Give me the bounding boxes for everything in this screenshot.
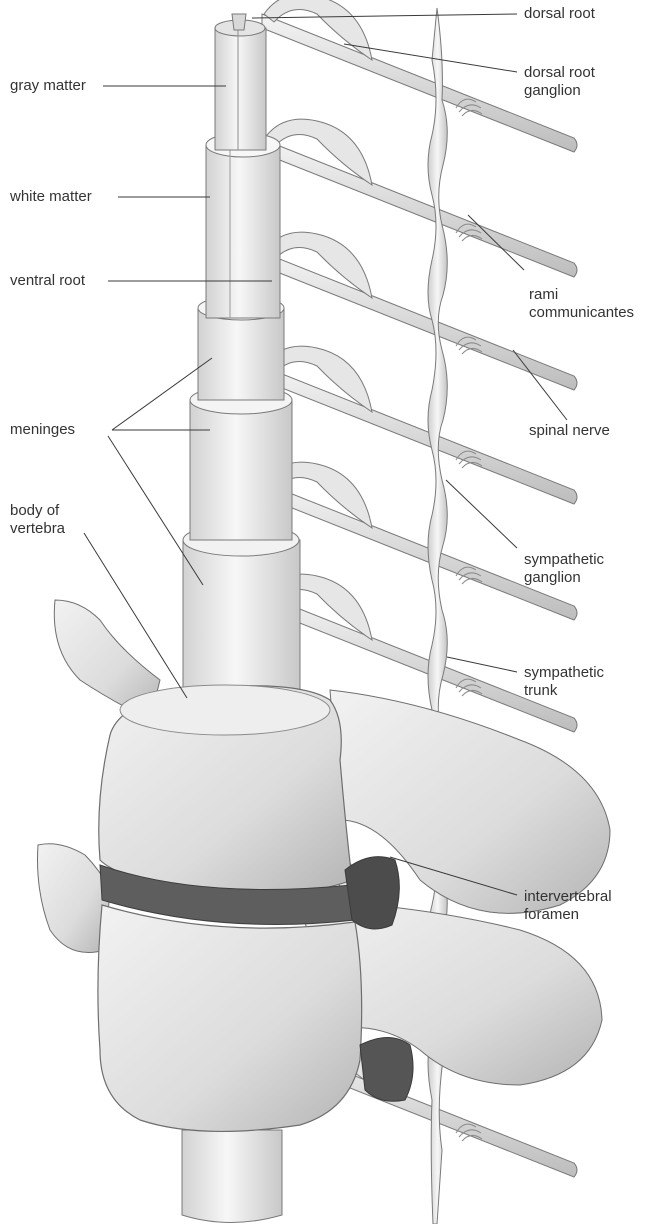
leader-sympathetic-trunk (447, 657, 517, 672)
rami-communicantes-line-2: communicantes (529, 304, 634, 322)
rami-communicantes-line-1: rami (529, 286, 634, 304)
dorsal-root-ganglion-line-1: dorsal root (524, 64, 595, 82)
sympathetic-trunk-line-1: sympathetic (524, 664, 604, 682)
spinal-nerve-shaft (262, 139, 577, 277)
intervertebral-foramen-line-1: intervertebral (524, 888, 612, 906)
label-ventral-root: ventral root (10, 272, 85, 290)
meninges-line-1: meninges (10, 421, 75, 439)
cord-stub-bottom (182, 1130, 282, 1223)
label-white-matter: white matter (10, 188, 92, 206)
white-matter-line-1: white matter (10, 188, 92, 206)
dorsal-root-line-1: dorsal root (524, 5, 595, 23)
label-gray-matter: gray matter (10, 77, 86, 95)
leader-sympathetic-ganglion (446, 480, 517, 548)
body-of-vertebra-line-2: vertebra (10, 520, 65, 538)
body-of-vertebra-line-1: body of (10, 502, 65, 520)
intervertebral-foramen-opening (345, 857, 399, 929)
spinal-nerve-2 (262, 119, 577, 277)
sympathetic-trunk-line-2: trunk (524, 682, 604, 700)
white-matter (206, 145, 280, 318)
leader-meninges-3 (108, 436, 203, 585)
leader-dorsal-root (252, 14, 517, 18)
intervertebral-foramen-line-2: foramen (524, 906, 612, 924)
ventral-root-line-1: ventral root (10, 272, 85, 290)
arachnoid-mater (190, 400, 292, 540)
label-dorsal-root: dorsal root (524, 5, 595, 23)
gray-matter (215, 28, 266, 150)
dorsal-root-ganglion-line-2: ganglion (524, 82, 595, 100)
pia-mater (198, 308, 284, 400)
sympathetic-ganglion-line-1: sympathetic (524, 551, 604, 569)
gray-matter-line-1: gray matter (10, 77, 86, 95)
leader-spinal-nerve (513, 350, 567, 420)
vertebral-body-lower (98, 905, 362, 1131)
label-meninges: meninges (10, 421, 75, 439)
sympathetic-ganglion-line-2: ganglion (524, 569, 604, 587)
spinal-nerve-line-1: spinal nerve (529, 422, 610, 440)
label-spinal-nerve: spinal nerve (529, 422, 610, 440)
